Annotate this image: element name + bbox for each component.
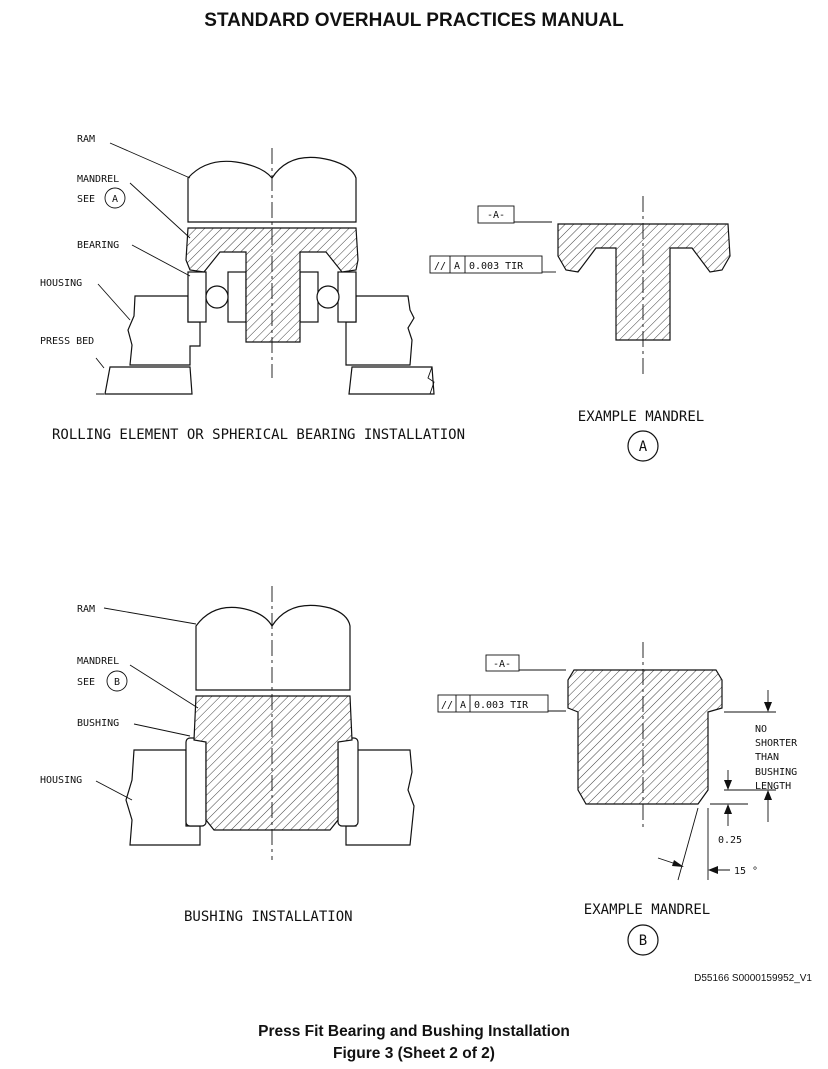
bushing-installation-title: BUSHING INSTALLATION	[184, 909, 353, 925]
parallelism-symbol-b: //	[441, 700, 453, 711]
label-see: SEE	[77, 194, 95, 205]
label-see-b: SEE	[77, 677, 95, 688]
note-line-2: SHORTER	[755, 738, 798, 749]
mandrel-b	[193, 695, 353, 831]
dim-chamfer: 0.25	[718, 835, 742, 846]
press-bed-left	[104, 366, 193, 395]
label-ram: RAM	[77, 134, 95, 145]
label-mandrel: MANDREL	[77, 174, 119, 185]
example-mandrel-b	[437, 642, 776, 881]
ref-circle-b-small	[106, 670, 128, 692]
bearing-ball-left	[205, 285, 229, 309]
note-line-3: THAN	[755, 752, 779, 763]
figure-caption-line1: Press Fit Bearing and Bushing Installati…	[258, 1023, 570, 1040]
fcf-value: 0.003 TIR	[469, 261, 524, 272]
bearing-outer-race-left	[187, 271, 207, 323]
ref-letter-b: B	[639, 933, 647, 949]
label-housing-b: HOUSING	[40, 775, 82, 786]
document-id: D55166 S0000159952_V1	[694, 973, 812, 984]
label-bearing: BEARING	[77, 240, 119, 251]
example-mandrel-a	[429, 196, 731, 378]
fcf-datum-b: A	[460, 700, 466, 711]
label-press-bed: PRESS BED	[40, 336, 94, 347]
ref-circle-a	[627, 430, 659, 462]
datum-box-b	[485, 654, 520, 672]
ref-letter-b-small: B	[114, 677, 120, 688]
parallelism-symbol: //	[434, 261, 446, 272]
ram-bottom	[195, 604, 351, 691]
bushing-left	[185, 737, 207, 827]
fcf-value-b: 0.003 TIR	[474, 700, 529, 711]
ref-letter: A	[112, 194, 118, 205]
example-mandrel-b-title: EXAMPLE MANDREL	[584, 902, 710, 918]
note-line-4: BUSHING	[755, 767, 797, 778]
label-ram-b: RAM	[77, 604, 95, 615]
feature-control-frame	[429, 255, 543, 274]
bearing-ball-right	[316, 285, 340, 309]
note-line-5: LENGTH	[755, 781, 791, 792]
ref-circle-a-small	[104, 187, 126, 209]
feature-control-frame-b	[437, 694, 549, 713]
bearing-installation-title: ROLLING ELEMENT OR SPHERICAL BEARING INS…	[52, 427, 465, 443]
dim-angle: 15 °	[734, 866, 758, 877]
ref-letter-a: A	[639, 439, 648, 455]
fcf-datum: A	[454, 261, 460, 272]
press-bed-right	[348, 366, 435, 395]
figure-caption-line2: Figure 3 (Sheet 2 of 2)	[333, 1045, 495, 1062]
bushing-right	[337, 737, 359, 827]
datum-label: -A-	[487, 210, 505, 221]
bearing-installation-assembly	[95, 142, 435, 395]
page-title: STANDARD OVERHAUL PRACTICES MANUAL	[204, 10, 624, 31]
datum-label-b: -A-	[493, 659, 511, 670]
datum-box	[477, 205, 515, 224]
bushing-installation-assembly	[95, 586, 415, 860]
label-bushing: BUSHING	[77, 718, 119, 729]
example-mandrel-a-title: EXAMPLE MANDREL	[578, 409, 704, 425]
ref-circle-b	[627, 924, 659, 956]
label-mandrel-b: MANDREL	[77, 656, 119, 667]
label-housing: HOUSING	[40, 278, 82, 289]
note-line-1: NO	[755, 724, 767, 735]
bearing-outer-race-right	[337, 271, 357, 323]
